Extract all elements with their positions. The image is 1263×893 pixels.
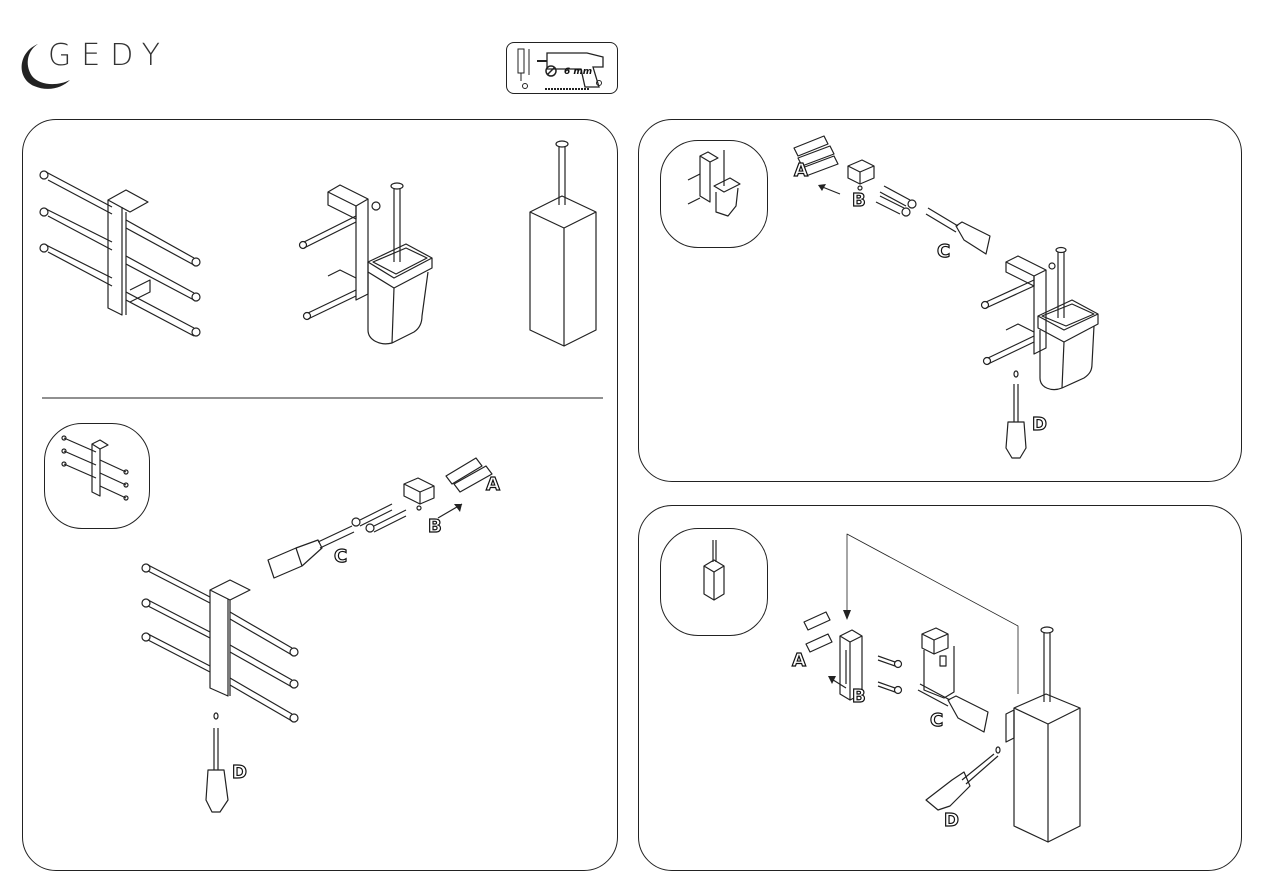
label-plugs-brush: A	[792, 650, 806, 671]
rack-install-drawing	[62, 436, 492, 812]
label-plugs-holder: A	[794, 160, 808, 181]
label-key-rack: D	[232, 762, 247, 783]
freestanding-brush-drawing	[530, 141, 596, 346]
label-screwdriver-rack: C	[334, 546, 347, 567]
label-key-brush: D	[944, 810, 959, 831]
toilet-brush-holder-drawing	[300, 183, 433, 344]
label-screwdriver-holder: C	[937, 241, 950, 262]
holder-install-drawing	[688, 136, 1098, 458]
brush-install-drawing	[704, 534, 1080, 842]
label-bracket-brush: B	[852, 686, 866, 707]
label-bracket-holder: B	[852, 190, 866, 211]
label-plugs-rack: A	[486, 474, 500, 495]
towel-rack-drawing	[40, 171, 200, 336]
label-bracket-rack: B	[428, 516, 442, 537]
label-screwdriver-brush: C	[930, 710, 943, 731]
label-key-holder: D	[1032, 414, 1047, 435]
